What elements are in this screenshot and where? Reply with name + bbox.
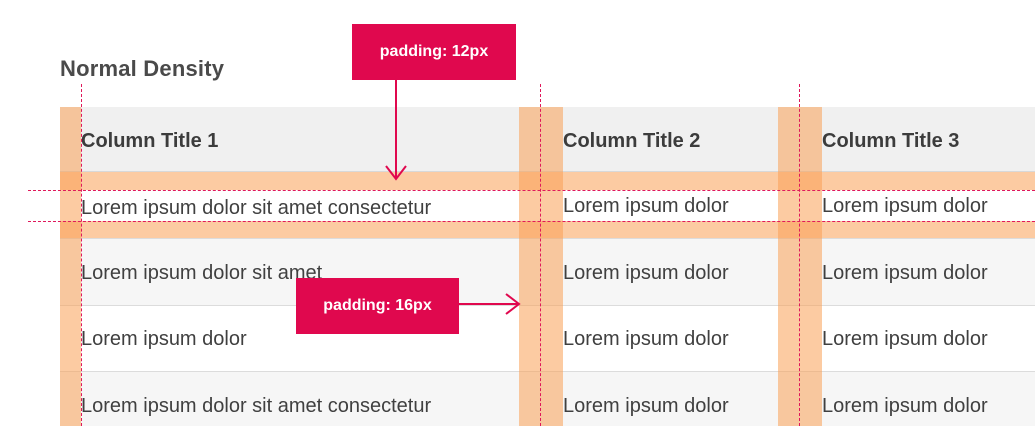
guide-line-vertical [799, 84, 800, 426]
padding-callout-vertical: padding: 12px [352, 24, 516, 80]
guide-line-horizontal [28, 221, 1035, 222]
table-cell: Lorem ipsum dolor [822, 262, 988, 284]
section-title: Normal Density [60, 56, 225, 81]
padding-highlight-col-1 [60, 107, 81, 426]
table-cell: Lorem ipsum dolor [822, 395, 988, 417]
padding-callout-horizontal: padding: 16px [296, 278, 459, 334]
guide-line-vertical [81, 84, 82, 426]
table-cell: Lorem ipsum dolor sit amet consectetur [81, 197, 432, 219]
guide-line-vertical [540, 84, 541, 426]
table-cell: Lorem ipsum dolor [563, 395, 729, 417]
table-cell: Lorem ipsum dolor sit amet [81, 262, 323, 284]
table-cell: Lorem ipsum dolor [822, 195, 988, 217]
table-cell: Lorem ipsum dolor sit amet consectetur [81, 395, 432, 417]
table-cell: Lorem ipsum dolor [822, 328, 988, 350]
padding-callout-label: padding: 12px [379, 43, 489, 60]
arrow-down-icon [385, 80, 407, 181]
guide-line-horizontal [28, 190, 1035, 191]
table-cell: Lorem ipsum dolor [563, 262, 729, 284]
column-title-2: Column Title 2 [563, 130, 701, 152]
table-cell: Lorem ipsum dolor [563, 328, 729, 350]
padding-callout-label: padding: 16px [323, 297, 432, 314]
column-title-3: Column Title 3 [822, 130, 960, 152]
table-cell: Lorem ipsum dolor [81, 328, 247, 350]
arrow-right-icon [458, 293, 521, 315]
column-title-1: Column Title 1 [81, 130, 219, 152]
padding-highlight-col-3 [778, 107, 822, 426]
table-cell: Lorem ipsum dolor [563, 195, 729, 217]
padding-highlight-col-2 [519, 107, 563, 426]
